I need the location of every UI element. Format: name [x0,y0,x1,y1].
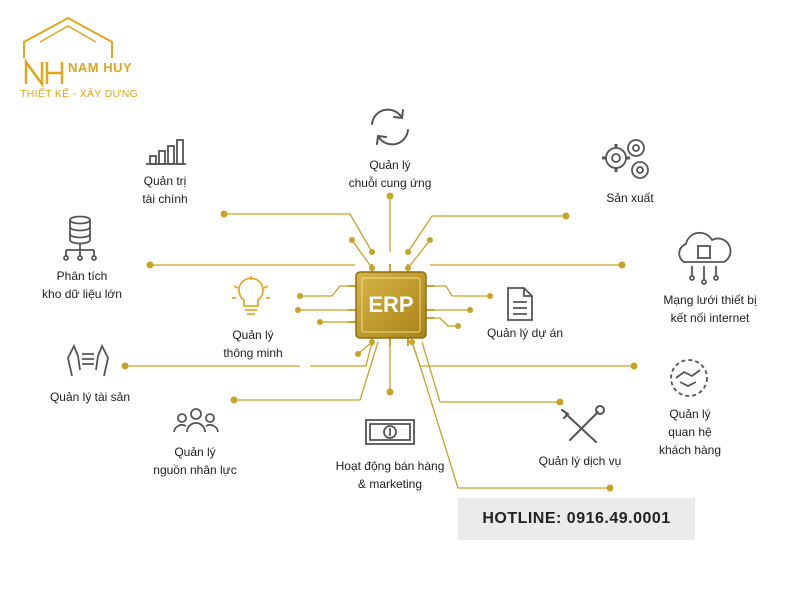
chip-pins [348,264,434,346]
connector-dots [121,192,638,492]
document-icon [507,287,533,321]
logo-mark [23,16,113,88]
people-icon [173,408,219,433]
money-icon [365,419,415,445]
bar-chart-icon [146,139,186,165]
node-production: Sản xuất [606,191,654,205]
hotline-box: HOTLINE: 0916.49.0001 [458,498,695,540]
lightbulb-icon [232,276,270,315]
erp-chip [355,271,427,339]
node-assets: Quản lý tài sản [49,390,131,404]
gears-icon [602,139,649,179]
node-service: Quản lý dịch vụ [538,454,622,468]
handshake-icon [670,359,708,397]
hands-icon [67,343,109,377]
logo-name: NAM HUY [68,60,133,75]
node-project: Quản lý dự án [486,326,564,340]
tools-icon [561,405,605,443]
cycle-arrows-icon [371,108,409,146]
logo-tagline: THIẾT KẾ - XÂY DỰNG [20,88,139,100]
cloud-chip-icon [678,231,732,285]
node-sales: Hoạt động bán hàng& marketing [335,459,445,491]
erp-label: ERP [368,292,414,317]
database-icon [63,215,97,261]
